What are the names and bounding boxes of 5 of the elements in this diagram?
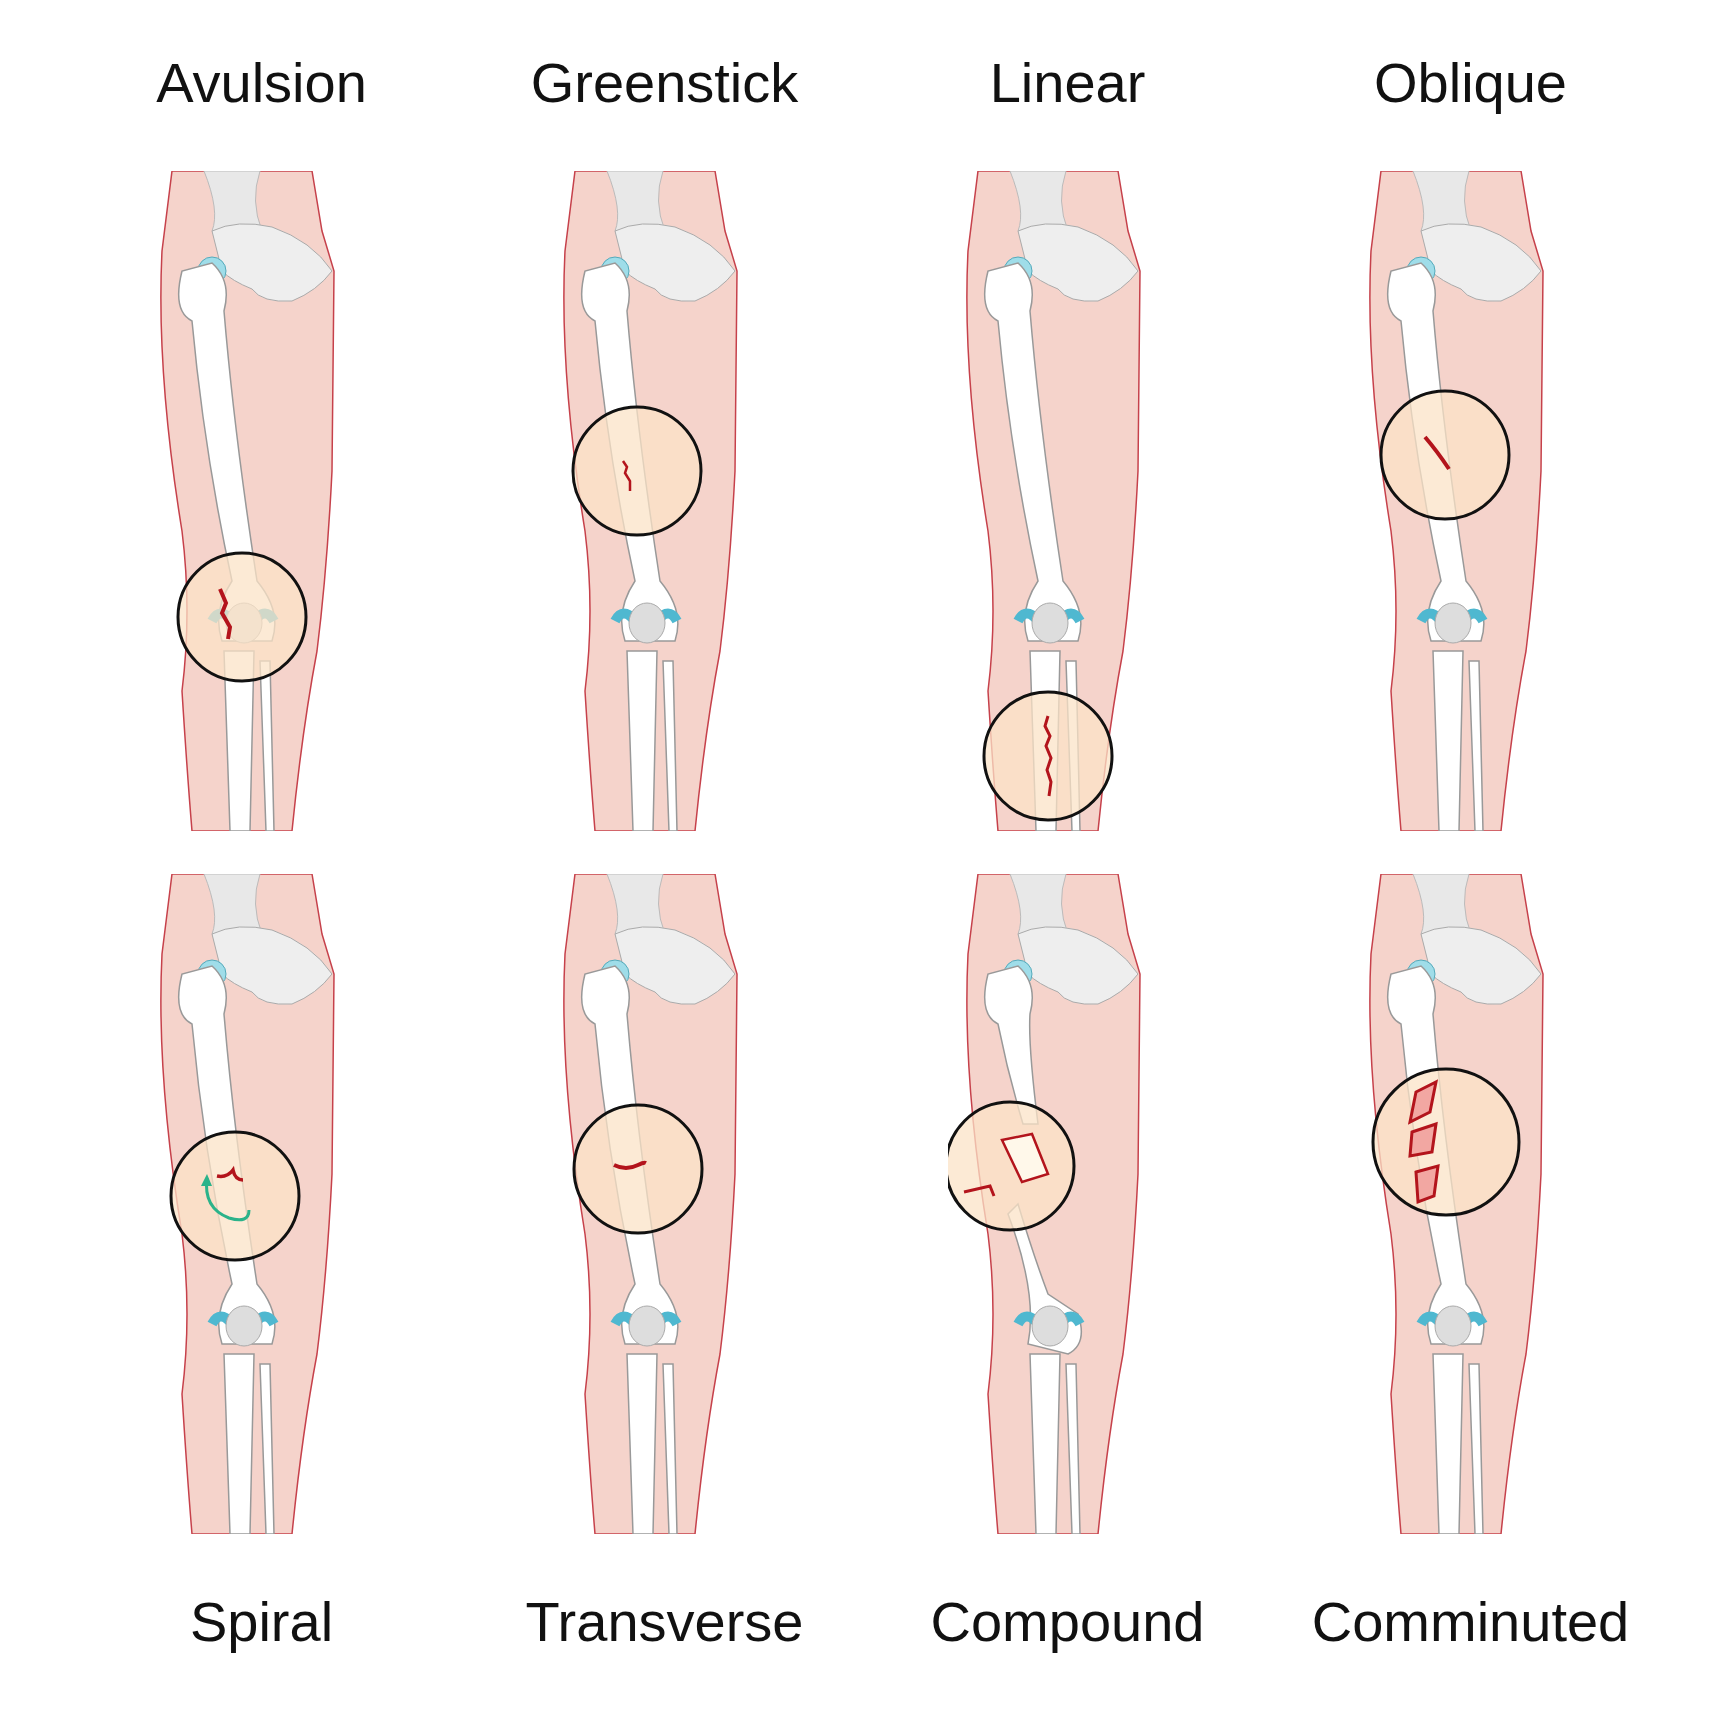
- fracture-type-label: Avulsion: [156, 55, 367, 111]
- fracture-type-label: Greenstick: [530, 55, 799, 111]
- fracture-type-label: Comminuted: [1311, 1593, 1630, 1650]
- fracture-type-label: Transverse: [525, 1593, 804, 1650]
- fracture-type-label: Linear: [989, 55, 1146, 111]
